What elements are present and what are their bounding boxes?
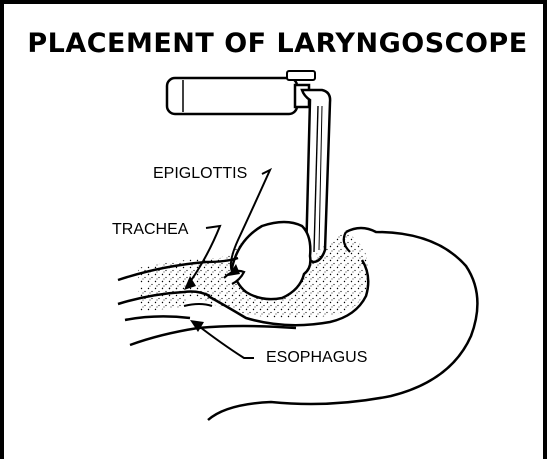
trachea-label: TRACHEA	[112, 221, 189, 238]
epiglottis-label: EPIGLOTTIS	[153, 165, 247, 182]
esophagus-label: ESOPHAGUS	[266, 349, 367, 366]
laryngoscope-handle	[167, 71, 315, 114]
